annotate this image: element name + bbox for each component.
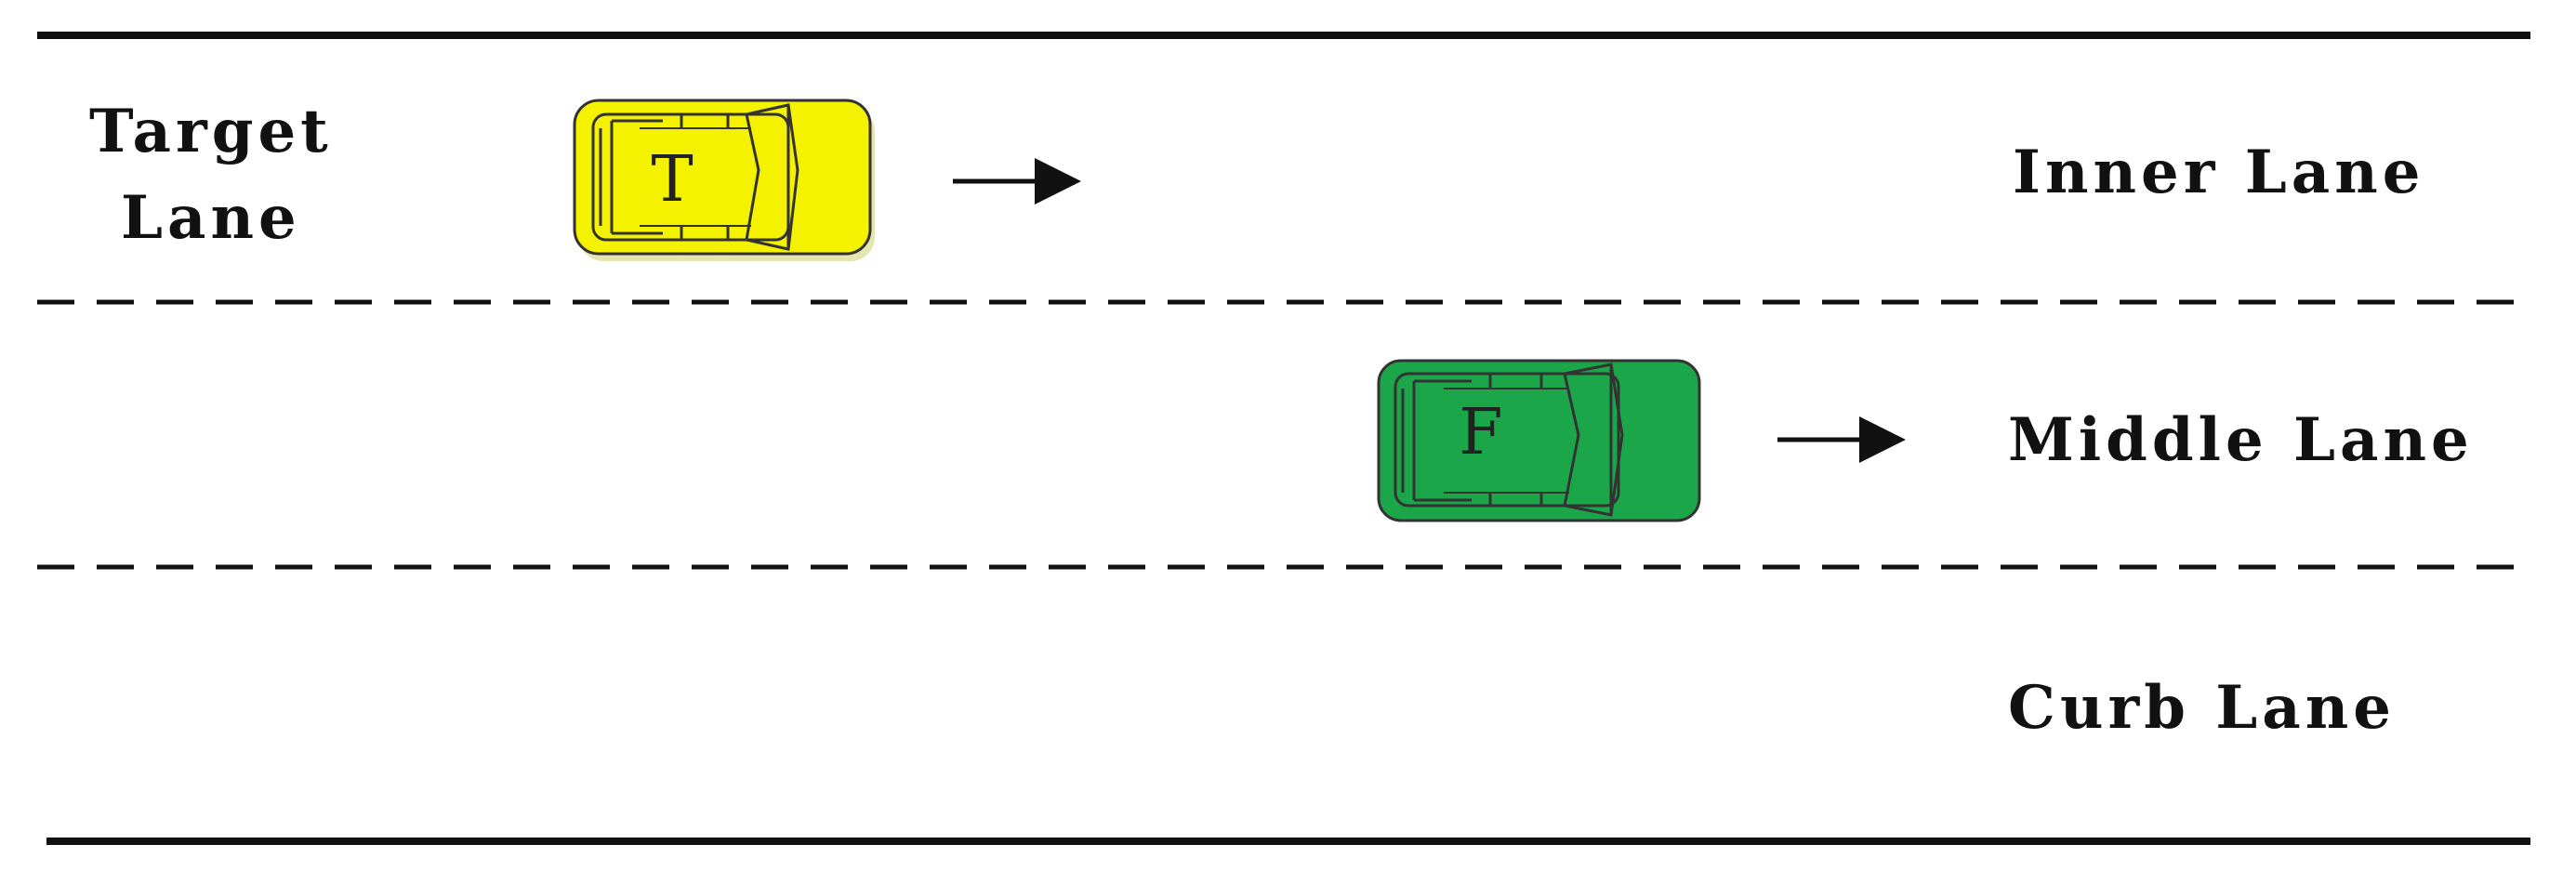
inner-lane-label: Inner Lane — [2013, 138, 2425, 207]
target-vehicle-letter: T — [651, 143, 693, 217]
target-lane-label-line1: Target — [89, 97, 333, 166]
target-lane-label: Target Lane — [89, 89, 333, 262]
target-lane-label-line2: Lane — [121, 182, 301, 253]
middle-lane-label: Middle Lane — [2008, 405, 2474, 475]
curb-lane-label: Curb Lane — [2008, 673, 2396, 743]
following-vehicle: F — [1377, 359, 1701, 522]
following-vehicle-letter: F — [1459, 396, 1502, 469]
target-vehicle: T — [573, 99, 875, 261]
